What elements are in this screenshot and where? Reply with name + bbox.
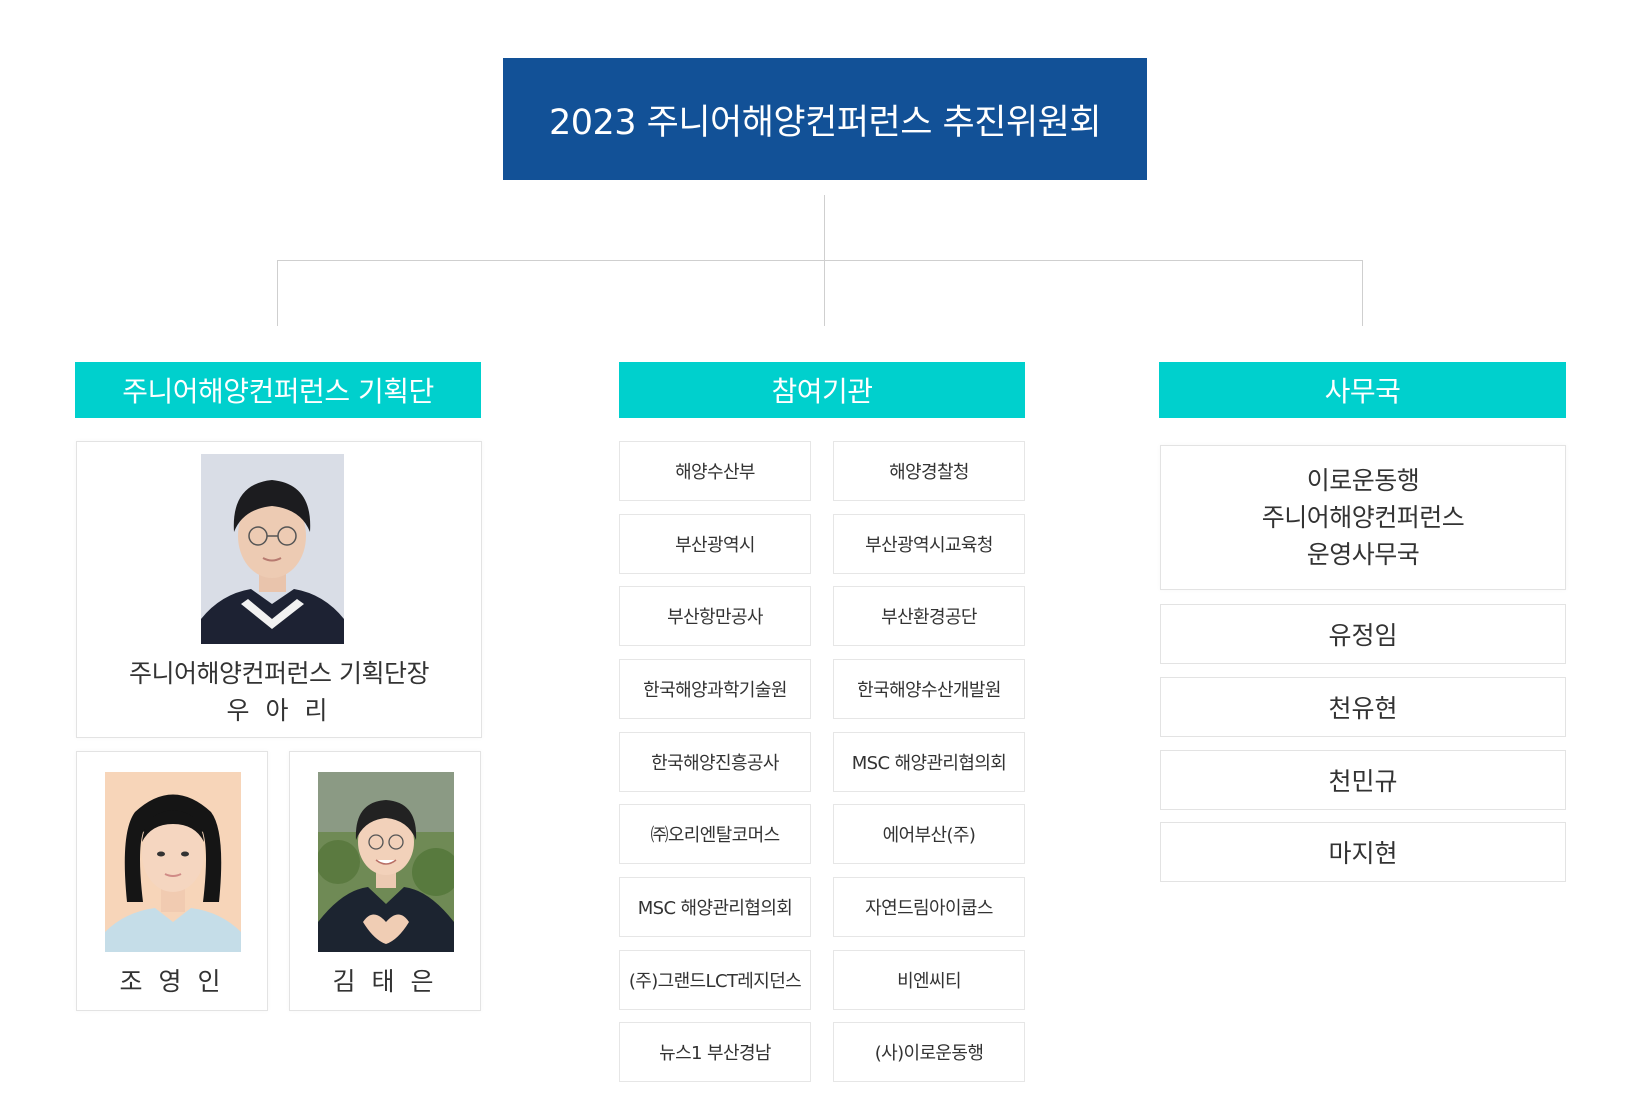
org-card: 한국해양수산개발원 xyxy=(833,659,1025,719)
org-card: MSC 해양관리협의회 xyxy=(619,877,811,937)
member-photo xyxy=(105,772,241,952)
office-line: 주니어해양컨퍼런스 xyxy=(1261,503,1465,532)
connector-right xyxy=(1362,260,1363,326)
staff-card: 천유현 xyxy=(1160,677,1566,737)
member-card: 조 영 인 xyxy=(76,751,268,1011)
org-card: 해양수산부 xyxy=(619,441,811,501)
secretariat-header: 사무국 xyxy=(1159,362,1566,418)
org-card: 비엔씨티 xyxy=(833,950,1025,1010)
connector-vertical-main xyxy=(824,195,825,260)
office-line: 이로운동행 xyxy=(1306,466,1420,495)
leader-title: 주니어해양컨퍼런스 기획단장 xyxy=(129,659,429,688)
leader-photo xyxy=(201,454,344,644)
org-card: 한국해양진흥공사 xyxy=(619,732,811,792)
org-card: (사)이로운동행 xyxy=(833,1022,1025,1082)
planning-team-header: 주니어해양컨퍼런스 기획단 xyxy=(75,362,481,418)
org-card: 한국해양과학기술원 xyxy=(619,659,811,719)
org-card: 부산광역시교육청 xyxy=(833,514,1025,574)
member-name: 김 태 은 xyxy=(332,967,438,996)
staff-card: 천민규 xyxy=(1160,750,1566,810)
connector-center xyxy=(824,260,825,326)
connector-horizontal xyxy=(277,260,1362,261)
leader-card: 주니어해양컨퍼런스 기획단장 우 아 리 xyxy=(76,441,482,738)
member-card: 김 태 은 xyxy=(289,751,481,1011)
office-line: 운영사무국 xyxy=(1306,540,1420,569)
member-photo xyxy=(318,772,454,952)
member-name: 조 영 인 xyxy=(119,967,225,996)
org-card: (주)그랜드LCT레지던스 xyxy=(619,950,811,1010)
org-card: 뉴스1 부산경남 xyxy=(619,1022,811,1082)
org-card: 부산환경공단 xyxy=(833,586,1025,646)
org-card: 자연드림아이쿱스 xyxy=(833,877,1025,937)
org-card: ㈜오리엔탈코머스 xyxy=(619,804,811,864)
participants-header: 참여기관 xyxy=(619,362,1025,418)
org-card: 부산항만공사 xyxy=(619,586,811,646)
connector-left xyxy=(277,260,278,326)
committee-title: 2023 주니어해양컨퍼런스 추진위원회 xyxy=(503,58,1147,180)
staff-card: 마지현 xyxy=(1160,822,1566,882)
office-card: 이로운동행 주니어해양컨퍼런스 운영사무국 xyxy=(1160,445,1566,590)
org-card: 해양경찰청 xyxy=(833,441,1025,501)
org-card: MSC 해양관리협의회 xyxy=(833,732,1025,792)
org-card: 부산광역시 xyxy=(619,514,811,574)
staff-card: 유정임 xyxy=(1160,604,1566,664)
org-card: 에어부산(주) xyxy=(833,804,1025,864)
leader-name: 우 아 리 xyxy=(226,696,332,725)
